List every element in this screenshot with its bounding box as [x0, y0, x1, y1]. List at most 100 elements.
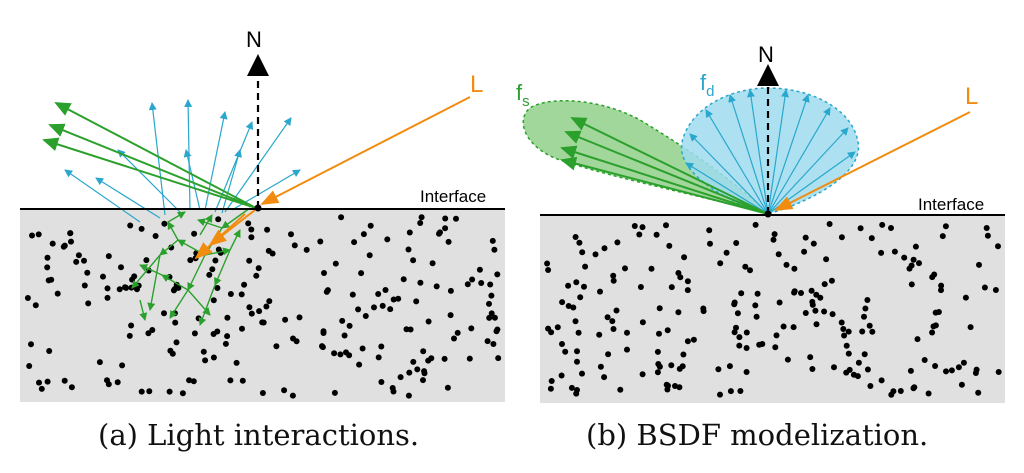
particle [929, 274, 936, 281]
particle [891, 248, 898, 255]
particle [888, 225, 894, 231]
particle [375, 291, 382, 297]
particle [855, 359, 862, 366]
particle [568, 384, 575, 391]
particle [864, 366, 871, 373]
particle [812, 307, 819, 314]
particle [828, 277, 835, 284]
particle [668, 362, 675, 369]
particle [36, 379, 42, 386]
particle [417, 220, 424, 226]
particle [845, 350, 852, 357]
particle [206, 271, 213, 278]
particle [222, 340, 229, 347]
particle [67, 230, 74, 237]
particle [756, 341, 763, 348]
particle [604, 314, 611, 321]
particle [146, 388, 153, 395]
particle [187, 257, 194, 264]
particle [738, 290, 745, 297]
particle [743, 329, 750, 336]
particle [81, 282, 88, 289]
particle [212, 257, 219, 264]
specular-rays-a [42, 102, 257, 209]
particle [246, 304, 253, 311]
particle [464, 281, 471, 288]
particle [303, 246, 310, 253]
incident-light-b [774, 111, 971, 211]
particle [572, 318, 579, 325]
particle [565, 282, 572, 289]
particle [246, 257, 253, 264]
particle [444, 384, 451, 391]
particle [743, 369, 750, 375]
particle [864, 297, 871, 303]
particle [823, 256, 830, 263]
particle [631, 223, 638, 229]
particle [85, 300, 92, 307]
particle [104, 285, 111, 292]
particle [684, 338, 691, 345]
particle [596, 331, 603, 338]
particle [960, 359, 967, 366]
light-label-a: L [470, 71, 483, 98]
particle [371, 304, 377, 311]
particle [319, 343, 325, 350]
specular-label-sub: s [522, 93, 530, 110]
particle [32, 302, 39, 309]
particle [733, 240, 740, 246]
particle [290, 335, 296, 342]
particle [592, 251, 599, 258]
particle [921, 357, 928, 363]
particle [675, 270, 682, 276]
particle [126, 332, 133, 339]
particle [407, 326, 414, 333]
particle [245, 220, 252, 227]
specular-label-main: f [516, 80, 523, 105]
particle [962, 294, 969, 301]
particle [717, 391, 723, 398]
particle [104, 294, 111, 301]
particle [597, 363, 604, 370]
particle [166, 388, 173, 395]
particle [442, 225, 449, 232]
particle [938, 282, 945, 289]
particle [655, 361, 662, 367]
particle [186, 377, 193, 384]
particle [355, 306, 362, 313]
particle [862, 305, 869, 312]
particle [798, 290, 804, 296]
particle [734, 310, 741, 317]
particle [791, 265, 798, 272]
particle [548, 329, 555, 336]
particle [346, 352, 353, 359]
particle [775, 251, 782, 258]
particle [867, 383, 874, 389]
particle [840, 326, 847, 332]
particle [753, 313, 760, 320]
particle [861, 351, 868, 358]
interface-label-b: Interface [918, 195, 984, 214]
particle [466, 355, 473, 362]
particle [405, 246, 412, 253]
particle [736, 342, 743, 349]
particle [429, 260, 436, 267]
particle [161, 220, 168, 227]
particle [49, 240, 56, 247]
particle [362, 313, 369, 319]
particle [639, 371, 646, 378]
particle [269, 250, 276, 257]
particle [366, 252, 373, 259]
particle [932, 363, 939, 369]
particle [723, 249, 730, 256]
normal-label-b: N [758, 42, 774, 67]
particle [253, 272, 260, 279]
particle [897, 388, 904, 394]
particle [143, 257, 150, 264]
particle [417, 279, 424, 286]
particle [273, 343, 280, 350]
particle [826, 221, 833, 227]
particle [754, 290, 761, 297]
particle [486, 300, 492, 307]
particle [266, 298, 273, 305]
